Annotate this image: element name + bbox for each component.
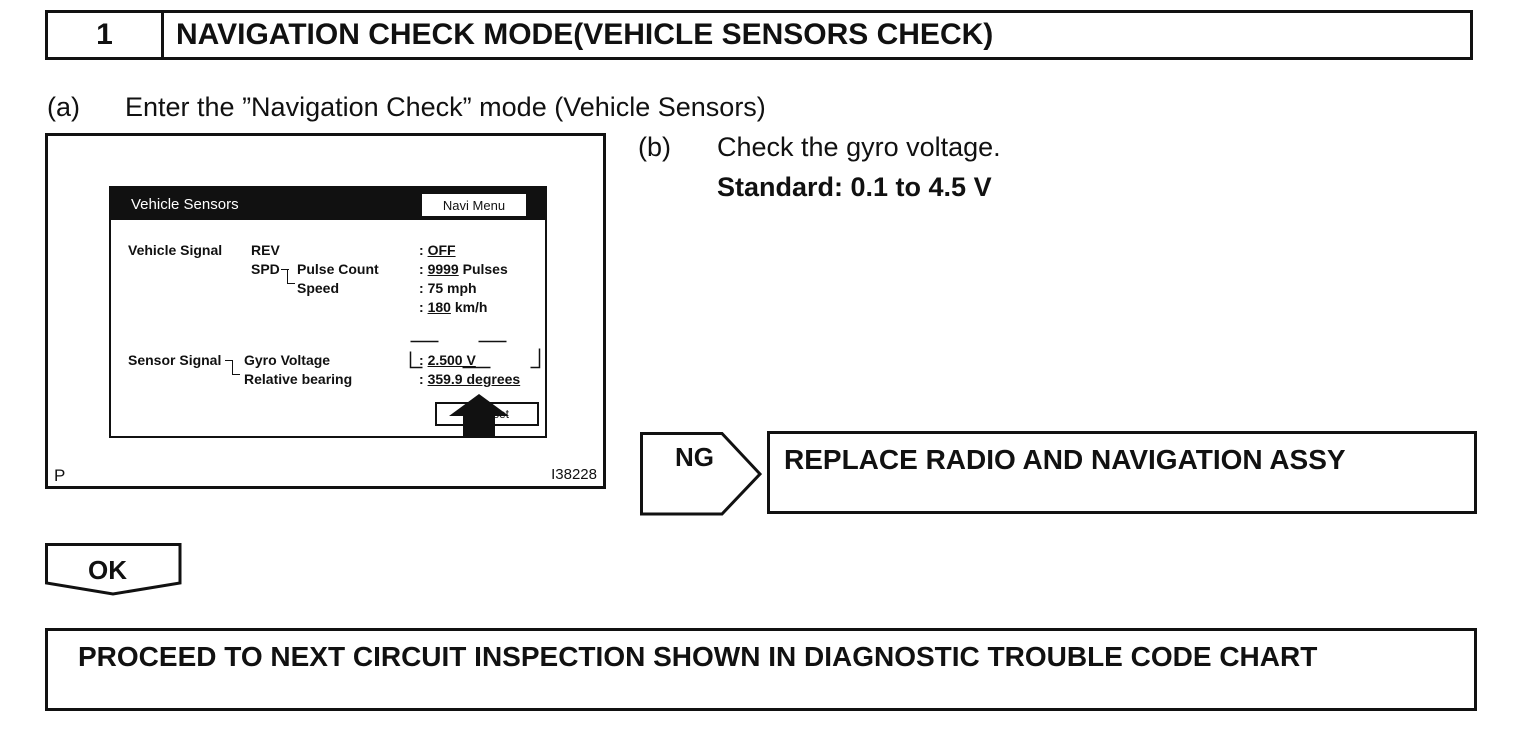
screen-title: Vehicle Sensors — [131, 196, 239, 213]
ok-label: OK — [88, 555, 127, 585]
step-b-marker: (b) — [638, 132, 671, 162]
sensor-bracket — [232, 360, 233, 374]
step-a-text: Enter the ”Navigation Check” mode (Vehic… — [125, 92, 766, 122]
ng-label: NG — [675, 442, 714, 472]
ok-action-text: PROCEED TO NEXT CIRCUIT INSPECTION SHOWN… — [78, 641, 1318, 672]
rev-value: OFF — [427, 242, 456, 258]
step-b-text: Check the gyro voltage. — [717, 132, 1001, 162]
step-title: NAVIGATION CHECK MODE(VEHICLE SENSORS CH… — [176, 18, 994, 51]
vehicle-signal-label: Vehicle Signal — [128, 242, 223, 258]
screen-figure: Vehicle Sensors Navi Menu Vehicle Signal… — [45, 133, 606, 489]
ok-action-box: PROCEED TO NEXT CIRCUIT INSPECTION SHOWN… — [45, 628, 1477, 711]
relative-bearing-label: Relative bearing — [244, 371, 353, 387]
rev-label: REV — [251, 242, 280, 258]
step-header: 1 NAVIGATION CHECK MODE(VEHICLE SENSORS … — [45, 10, 1473, 60]
screen-title-bar: Vehicle Sensors Navi Menu — [111, 188, 545, 220]
step-a-marker: (a) — [47, 92, 80, 122]
sensor-signal-label: Sensor Signal — [128, 352, 222, 368]
colon: : — [419, 280, 424, 296]
pulse-count-value: 9999 — [427, 261, 459, 277]
spd-label: SPD — [251, 261, 280, 277]
pulse-count-label: Pulse Count — [297, 261, 379, 277]
gyro-voltage-value: 2.500 V — [427, 352, 476, 368]
colon: : — [419, 352, 424, 368]
colon: : — [419, 299, 424, 315]
navi-menu-button[interactable]: Navi Menu — [422, 194, 526, 216]
spd-bracket-tick — [287, 283, 295, 284]
speed-label: Speed — [297, 280, 340, 296]
vehicle-sensors-screen: Vehicle Sensors Navi Menu Vehicle Signal… — [109, 186, 547, 438]
colon: : — [419, 261, 424, 277]
sensor-bracket-tick — [232, 374, 240, 375]
speed-kmh-unit: km/h — [454, 299, 488, 315]
step-number: 1 — [48, 13, 164, 57]
speed-mph-value: 75 mph — [427, 280, 477, 296]
spd-bracket — [287, 269, 288, 283]
ng-action-text: REPLACE RADIO AND NAVIGATION ASSY — [784, 444, 1346, 475]
pointer-arrow-icon — [449, 394, 509, 436]
step-b: (b) Check the gyro voltage. Standard: 0.… — [638, 132, 1238, 212]
relative-bearing-value: 359.9 degrees — [427, 371, 521, 387]
colon: : — [419, 242, 424, 258]
gyro-highlight-box — [409, 340, 541, 369]
figure-id: I38228 — [551, 466, 597, 483]
ok-tag-shape — [45, 543, 182, 596]
figure-corner-label: P — [54, 466, 66, 485]
ng-action-box: REPLACE RADIO AND NAVIGATION ASSY — [767, 431, 1477, 514]
gyro-voltage-label: Gyro Voltage — [244, 352, 331, 368]
standard-spec: Standard: 0.1 to 4.5 V — [717, 172, 992, 202]
colon: : — [419, 371, 424, 387]
spd-bracket-tick — [281, 269, 289, 270]
pulse-unit: Pulses — [462, 261, 508, 277]
speed-kmh-value: 180 — [427, 299, 451, 315]
ng-tag-shape — [640, 432, 762, 516]
sensor-bracket-tick — [225, 360, 233, 361]
